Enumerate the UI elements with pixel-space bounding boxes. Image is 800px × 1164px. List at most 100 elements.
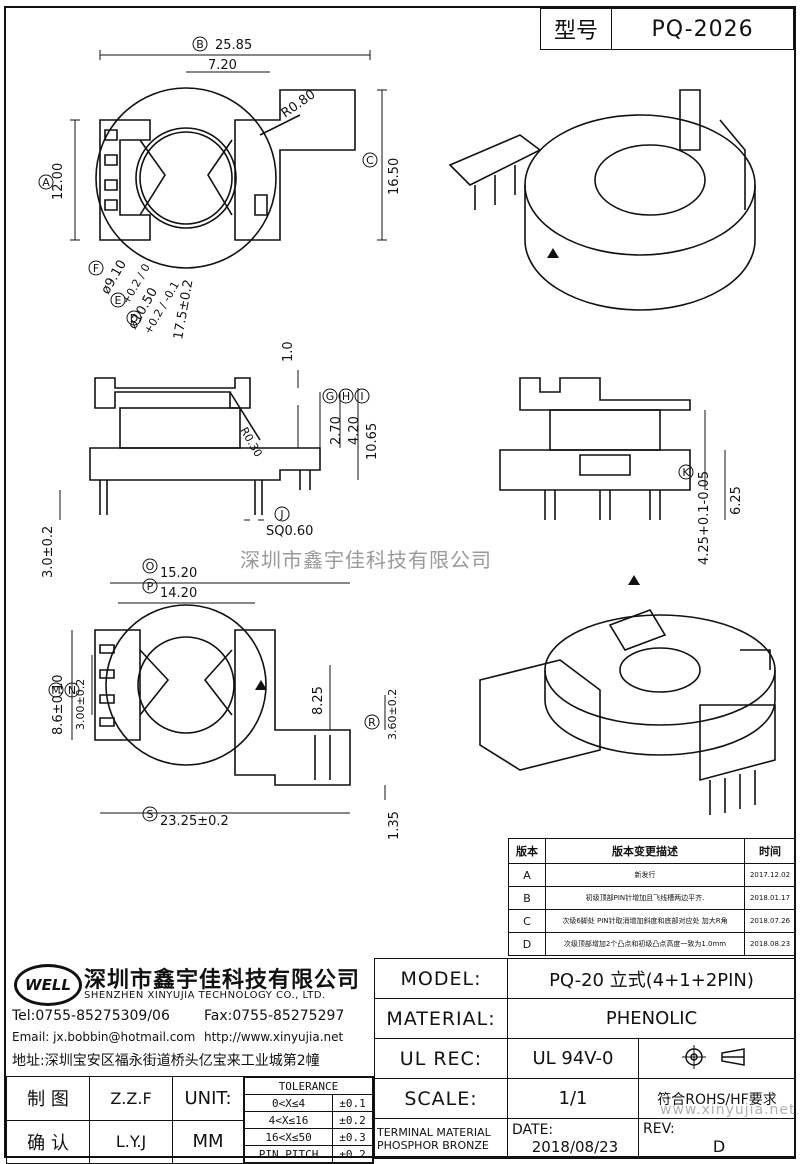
svg-text:R: R: [368, 716, 376, 729]
tolerance-row: 0<X≤4±0.1: [243, 1094, 373, 1112]
dim-825: 8.25: [311, 686, 326, 715]
dim-S: 23.25±0.2: [160, 814, 229, 829]
draw-value: Z.Z.F: [89, 1076, 173, 1121]
tolerance-row: 4<X≤16±0.2: [243, 1111, 373, 1129]
company-logo: WELL: [14, 964, 82, 1006]
ulrec-label: UL REC:: [374, 1038, 508, 1079]
dim-I: 10.65: [365, 423, 380, 460]
svg-text:K: K: [682, 466, 690, 479]
header-model-box: 型号 PQ-2026: [540, 8, 794, 50]
revision-row: A 新发行 2017.12.02: [508, 863, 796, 887]
rev-header-desc: 版本变更描述: [545, 838, 745, 864]
dim-O: 15.20: [160, 566, 197, 581]
dimension-labels: 25.85 7.20 R0.80 12.00 16.50 ø9.10 +0.2 …: [41, 38, 744, 840]
circle-markers: [38, 36, 694, 822]
top-view: [95, 87, 356, 269]
unit-value: MM: [172, 1119, 244, 1164]
circle-letters: B A C F E D G H I J K O P M N R S: [42, 38, 690, 821]
svg-text:M: M: [51, 684, 61, 697]
terminal-material: TERMINAL MATERIAL PHOSPHOR BRONZE: [374, 1118, 508, 1159]
dim-M: 8.6±0.10: [51, 674, 66, 735]
svg-text:N: N: [68, 684, 76, 697]
model-value: PQ-20 立式(4+1+2PIN): [507, 958, 796, 999]
signature-block: 制 图 Z.Z.F UNIT: TOLERANCE 0<X≤4±0.1 4<X≤…: [6, 1076, 374, 1164]
company-web: http://www.xinyujia.net: [204, 1030, 344, 1044]
dim-H: 4.20: [347, 416, 362, 445]
company-address: 地址:深圳宝安区福永街道桥头亿宝来工业城第2幢: [12, 1053, 320, 1069]
svg-text:C: C: [366, 154, 374, 167]
dimension-lines: [59, 50, 726, 814]
side-view-2: [499, 377, 691, 520]
watermark-url: www.xinyujia.net: [660, 1102, 796, 1118]
projection-symbol: [638, 1038, 796, 1079]
dim-P: 14.20: [160, 586, 197, 601]
check-label: 确 认: [6, 1119, 90, 1164]
dim-C: 16.50: [387, 158, 402, 195]
company-fax: Fax:0755-85275297: [204, 1008, 345, 1024]
side-view: [89, 377, 321, 515]
tolerance-row: 16<X≤50±0.3: [243, 1128, 373, 1146]
company-tel: Tel:0755-85275309/06: [12, 1008, 170, 1024]
scale-label: SCALE:: [374, 1078, 508, 1119]
check-value: L.Y.J: [89, 1119, 173, 1164]
dim-N: 3.00±0.2: [74, 679, 87, 730]
dim-A: 12.00: [51, 163, 66, 200]
dim-B: 25.85: [215, 38, 252, 53]
svg-text:E: E: [115, 294, 122, 307]
svg-text:F: F: [93, 262, 99, 275]
watermark: 深圳市鑫宇佳科技有限公司: [240, 548, 492, 572]
svg-text:I: I: [360, 390, 363, 403]
svg-text:G: G: [326, 390, 335, 403]
unit-label: UNIT:: [172, 1076, 244, 1121]
rev-cell: REV: D: [638, 1118, 796, 1159]
svg-text:A: A: [42, 176, 50, 189]
revision-row: B 初级顶部PIN针增加且飞线槽两边平齐. 2018.01.17: [508, 886, 796, 910]
material-value: PHENOLIC: [507, 998, 796, 1039]
bottom-view: [94, 604, 351, 786]
dim-30: 3.0±0.2: [41, 526, 56, 578]
material-label: MATERIAL:: [374, 998, 508, 1039]
revision-row: C 次级6脚处 PIN针取消增加斜度和底部对应处 加大R角 2018.07.26: [508, 909, 796, 933]
draw-label: 制 图: [6, 1076, 90, 1121]
dim-135: 1.35: [387, 811, 402, 840]
svg-text:B: B: [196, 38, 204, 51]
dim-720: 7.20: [208, 58, 237, 73]
svg-text:J: J: [279, 508, 283, 521]
model-label: MODEL:: [374, 958, 508, 999]
company-block: WELL 深圳市鑫宇佳科技有限公司 SHENZHEN XINYUJIA TECH…: [6, 960, 374, 1070]
dim-G: 2.70: [329, 416, 344, 445]
company-name-cn: 深圳市鑫宇佳科技有限公司: [84, 968, 361, 993]
warning-marks: [255, 248, 640, 690]
header-model-label: 型号: [540, 8, 612, 50]
dim-10: 1.0: [281, 341, 296, 362]
tolerance-cell: TOLERANCE 0<X≤4±0.1 4<X≤16±0.2 16<X≤50±0…: [243, 1076, 374, 1164]
drawing-canvas: 25.85 7.20 R0.80 12.00 16.50 ø9.10 +0.2 …: [38, 36, 776, 840]
revision-table: 版本 版本变更描述 时间 A 新发行 2017.12.02 B 初级顶部PIN针…: [508, 838, 796, 956]
svg-text:H: H: [342, 390, 350, 403]
dim-K: 4.25+0.1-0.05: [697, 471, 712, 565]
iso-view-top: [448, 89, 756, 311]
rev-header-version: 版本: [508, 838, 546, 864]
projection-icon: [682, 1044, 745, 1069]
company-email: Email: jx.bobbin@hotmail.com: [12, 1030, 196, 1044]
title-block: MODEL: PQ-20 立式(4+1+2PIN) MATERIAL: PHEN…: [374, 958, 796, 1159]
scale-value: 1/1: [507, 1078, 639, 1119]
svg-text:D: D: [130, 312, 138, 325]
revision-row: D 次级顶部增加2个凸点和初级凸点高度一致为1.0mm 2018.08.23: [508, 932, 796, 956]
iso-view-bottom: [479, 609, 776, 815]
tolerance-row: PIN PITCH±0.2: [243, 1145, 373, 1163]
dim-625: 6.25: [729, 486, 744, 515]
dim-J: SQ0.60: [266, 524, 313, 539]
ulrec-value: UL 94V-0: [507, 1038, 639, 1079]
dim-R: 3.60±0.2: [386, 689, 399, 740]
svg-text:O: O: [146, 560, 155, 573]
tolerance-table: TOLERANCE 0<X≤4±0.1 4<X≤16±0.2 16<X≤50±0…: [243, 1077, 373, 1163]
date-cell: DATE: 2018/08/23: [507, 1118, 639, 1159]
svg-text:P: P: [147, 580, 154, 593]
dim-r030: R0.30: [237, 425, 264, 459]
rev-header-date: 时间: [744, 838, 796, 864]
header-model-value: PQ-2026: [611, 8, 794, 50]
company-name-en: SHENZHEN XINYUJIA TECHNOLOGY CO., LTD.: [84, 990, 326, 1001]
tolerance-title: TOLERANCE: [244, 1077, 373, 1095]
svg-text:S: S: [147, 808, 154, 821]
